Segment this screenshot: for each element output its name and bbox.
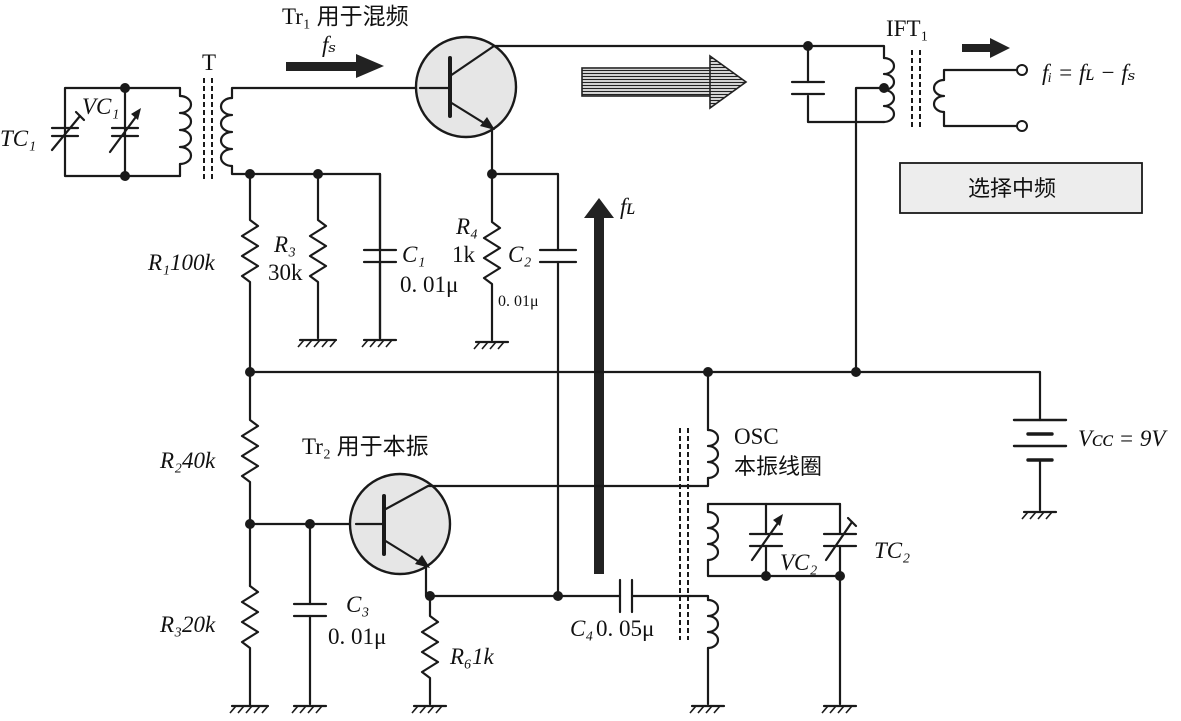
osc-tank-capacitors: VC₂ TC₂ <box>748 502 910 714</box>
select-if-label: 选择中频 <box>968 177 1056 202</box>
input-tank: TC₁ VC₁ <box>0 83 182 181</box>
c2-label: C₂ <box>508 242 531 267</box>
ground-icon <box>821 704 858 714</box>
bias-network-bottom: R₂40k R₃20k C₃ 0. 01μ <box>159 370 386 714</box>
osc-coil: OSC 本振线圈 <box>679 370 842 714</box>
r3b-label: R₃20k <box>159 612 216 637</box>
bias-network-top: R₁100k R₃ 30k C₁ 0. 01μ <box>147 169 458 374</box>
vcc-rail: Vᴄᴄ = 9V <box>245 367 1168 520</box>
vc1-label: VC₁ <box>82 94 119 119</box>
tr2-oscillator-transistor: Tr₂ 用于本振 R₆1k <box>302 434 692 714</box>
r6-label: R₆1k <box>449 644 495 669</box>
transformer-t-label: T <box>202 50 216 75</box>
ground-icon <box>411 704 448 714</box>
emitter-network: R₄ 1k C₂ 0. 01μ <box>452 169 578 598</box>
c4-label: C₄ <box>570 616 593 641</box>
vcc-label: Vᴄᴄ = 9V <box>1078 426 1168 451</box>
ground-icon <box>229 704 270 714</box>
c1-value: 0. 01μ <box>400 272 458 297</box>
c2-value: 0. 01μ <box>498 293 539 310</box>
r1-label: R₁100k <box>147 250 216 275</box>
tc1-label: TC₁ <box>0 126 36 151</box>
ground-icon <box>1021 510 1058 520</box>
r2-label: R₂40k <box>159 448 216 473</box>
ground-icon <box>689 704 726 714</box>
if-output-arrow <box>581 54 748 110</box>
vc1-variable-capacitor <box>108 108 141 154</box>
r3-label: R₃ <box>273 232 296 257</box>
if-small-arrow <box>962 38 1010 58</box>
select-if-box: 选择中频 <box>899 162 1143 214</box>
r3-value: 30k <box>268 260 303 285</box>
ift1-transformer: IFT₁ fᵢ = fʟ − fₛ <box>790 16 1136 374</box>
r4-value: 1k <box>452 242 476 267</box>
ground-icon <box>361 338 398 348</box>
battery-icon <box>1012 418 1068 462</box>
ground-icon <box>473 340 510 350</box>
c4-capacitor: C₄ 0. 05μ <box>558 578 692 641</box>
tr2-label: Tr₂ 用于本振 <box>302 434 429 459</box>
vc2-label: VC₂ <box>780 550 817 575</box>
fs-label: fₛ <box>322 32 336 57</box>
tc2-label: TC₂ <box>874 538 910 563</box>
tr1-label: Tr₁ 用于混频 <box>282 4 409 29</box>
transformer-t: T <box>178 50 422 342</box>
ground-icon <box>297 338 338 348</box>
fl-signal-arrow: fʟ <box>584 194 635 574</box>
r4-label: R₄ <box>455 214 478 239</box>
osc-coil-label: 本振线圈 <box>734 455 822 480</box>
ground-icon <box>291 704 328 714</box>
tc1-trimmer-capacitor <box>50 110 86 152</box>
fs-signal-arrow: fₛ <box>286 32 384 78</box>
osc-label: OSC <box>734 424 779 449</box>
c1-label: C₁ <box>402 242 425 267</box>
c3-value: 0. 01μ <box>328 624 386 649</box>
ift1-label: IFT₁ <box>886 16 929 41</box>
c4-value: 0. 05μ <box>596 616 654 641</box>
fl-label: fʟ <box>620 194 635 219</box>
fi-formula: fᵢ = fʟ − fₛ <box>1042 60 1136 85</box>
c3-label: C₃ <box>346 592 369 617</box>
tr1-mixer-transistor: Tr₁ 用于混频 <box>282 4 810 176</box>
